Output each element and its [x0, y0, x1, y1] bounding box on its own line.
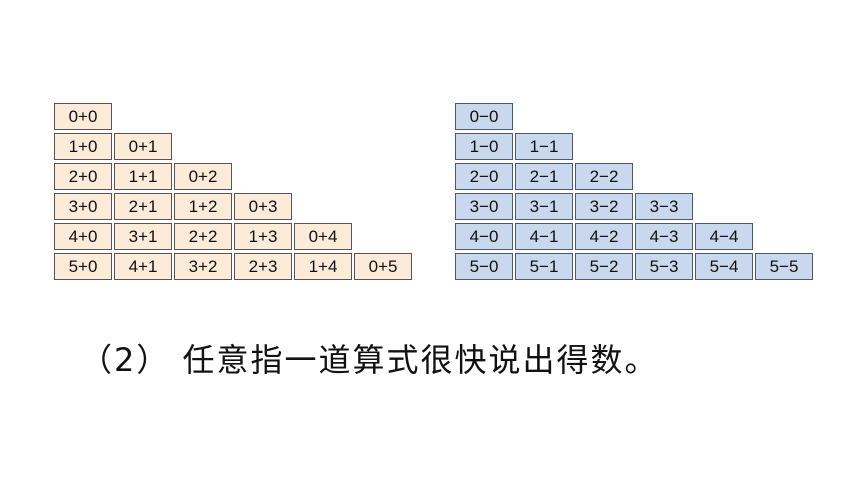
- formula-cell[interactable]: 3−3: [635, 193, 693, 220]
- formula-cell[interactable]: 4+0: [54, 223, 112, 250]
- formula-cell[interactable]: 5−3: [635, 253, 693, 280]
- formula-cell[interactable]: 2−1: [515, 163, 573, 190]
- formula-cell[interactable]: 0+4: [294, 223, 352, 250]
- formula-cell[interactable]: 5−1: [515, 253, 573, 280]
- formula-cell[interactable]: 5−2: [575, 253, 633, 280]
- formula-cell[interactable]: 3−0: [455, 193, 513, 220]
- formula-cell[interactable]: 3+2: [174, 253, 232, 280]
- formula-cell[interactable]: 1+3: [234, 223, 292, 250]
- formula-cell[interactable]: 4−2: [575, 223, 633, 250]
- formula-cell[interactable]: 2−0: [455, 163, 513, 190]
- formula-cell[interactable]: 1+0: [54, 133, 112, 160]
- formula-cell[interactable]: 3+0: [54, 193, 112, 220]
- formula-cell[interactable]: 1−1: [515, 133, 573, 160]
- formula-cell[interactable]: 2+1: [114, 193, 172, 220]
- formula-cell[interactable]: 2+0: [54, 163, 112, 190]
- formula-cell[interactable]: 0+0: [54, 103, 112, 130]
- formula-cell[interactable]: 0+2: [174, 163, 232, 190]
- formula-cell[interactable]: 5−5: [755, 253, 813, 280]
- formula-cell[interactable]: 1−0: [455, 133, 513, 160]
- formula-cell[interactable]: 3+1: [114, 223, 172, 250]
- formula-cell[interactable]: 5+0: [54, 253, 112, 280]
- formula-cell[interactable]: 2+2: [174, 223, 232, 250]
- formula-cell[interactable]: 3−2: [575, 193, 633, 220]
- formula-cell[interactable]: 3−1: [515, 193, 573, 220]
- formula-cell[interactable]: 4−0: [455, 223, 513, 250]
- formula-cell[interactable]: 2+3: [234, 253, 292, 280]
- formula-cell[interactable]: 1+2: [174, 193, 232, 220]
- formula-cell[interactable]: 0+1: [114, 133, 172, 160]
- formula-cell[interactable]: 4−4: [695, 223, 753, 250]
- formula-cell[interactable]: 1+4: [294, 253, 352, 280]
- formula-cell[interactable]: 4+1: [114, 253, 172, 280]
- formula-cell[interactable]: 5−4: [695, 253, 753, 280]
- formula-cell[interactable]: 0+3: [234, 193, 292, 220]
- instruction-text: （2） 任意指一道算式很快说出得数。: [80, 341, 659, 379]
- formula-cell[interactable]: 5−0: [455, 253, 513, 280]
- formula-cell[interactable]: 4−3: [635, 223, 693, 250]
- formula-cell[interactable]: 2−2: [575, 163, 633, 190]
- formula-cell[interactable]: 4−1: [515, 223, 573, 250]
- formula-cell[interactable]: 0−0: [455, 103, 513, 130]
- formula-cell[interactable]: 0+5: [354, 253, 412, 280]
- subtraction-table-row: 0−0: [455, 103, 815, 132]
- formula-cell[interactable]: 1+1: [114, 163, 172, 190]
- addition-table-row: 0+0: [54, 103, 414, 132]
